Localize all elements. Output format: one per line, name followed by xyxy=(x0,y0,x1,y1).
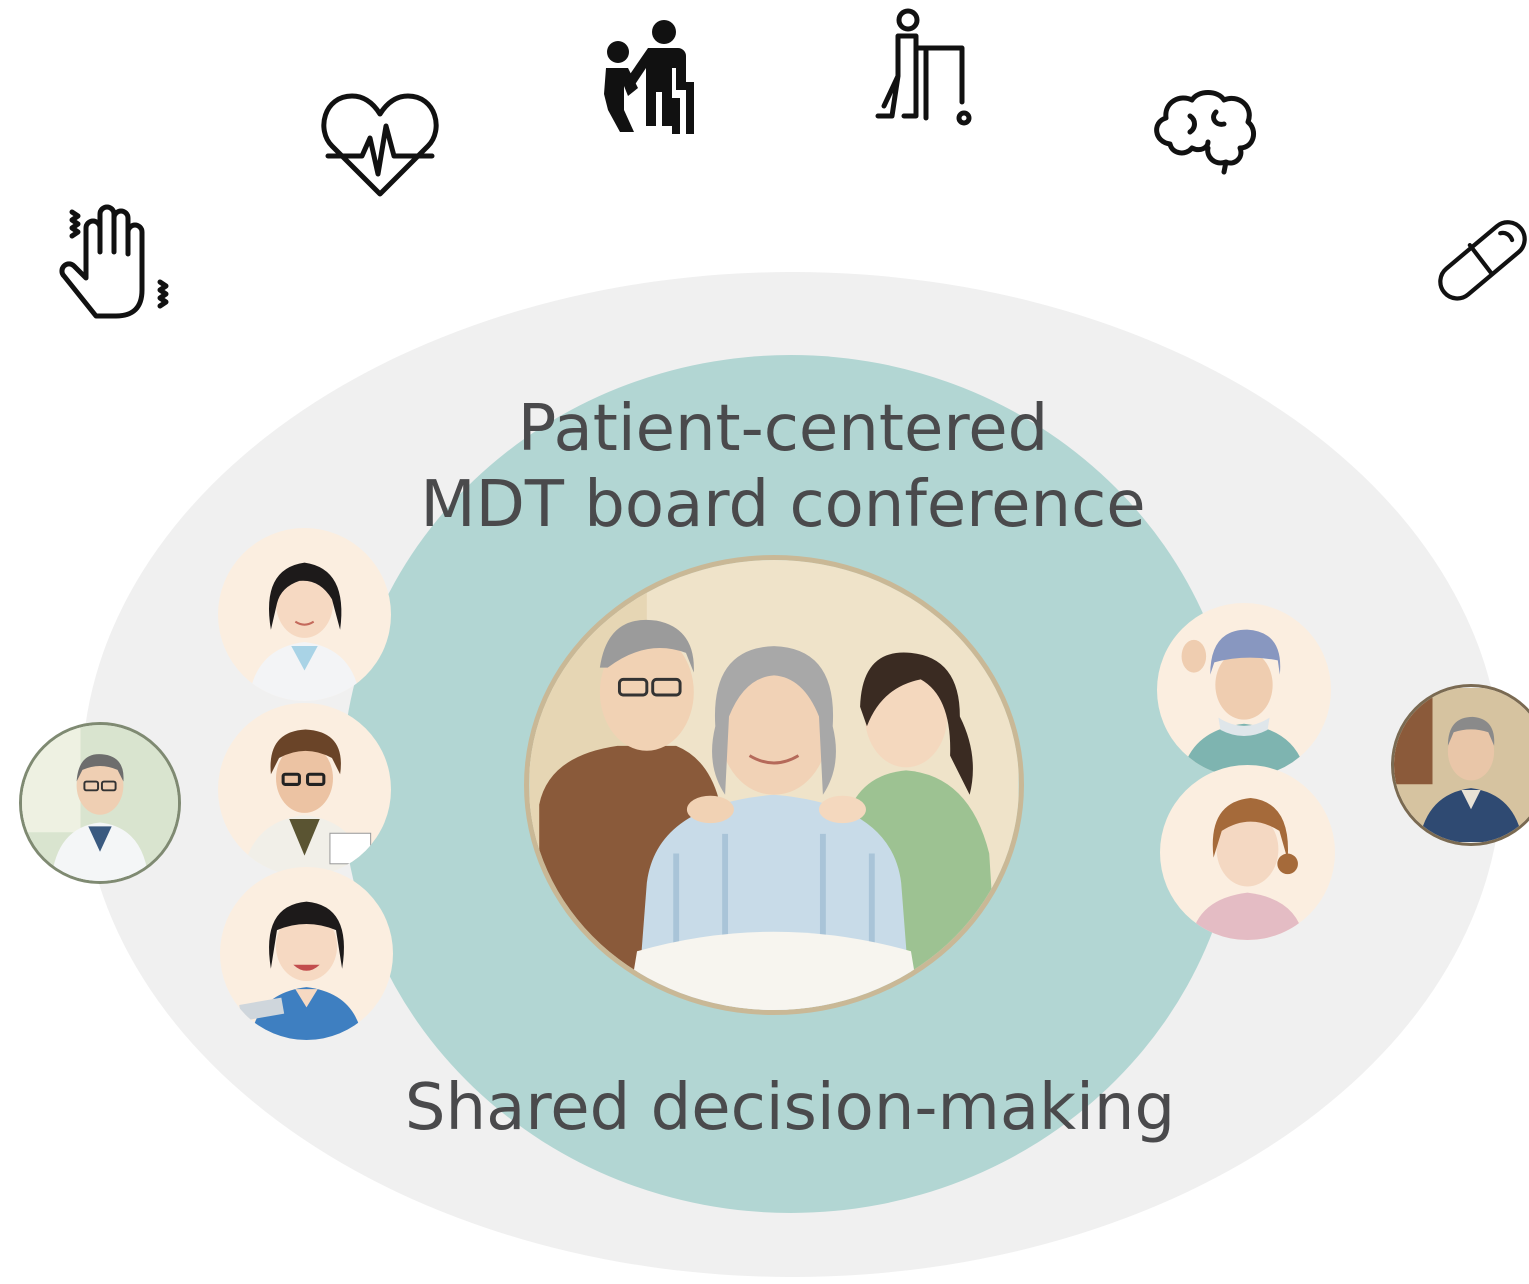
male-doctor-portrait xyxy=(218,703,391,876)
diagram-title-line-2: MDT board conference xyxy=(420,468,1146,542)
heart-pulse-icon xyxy=(320,90,440,198)
tremor-hand-icon xyxy=(56,200,171,320)
diagram-title-line-1: Patient-centered xyxy=(517,392,1049,466)
caregiver-assist-icon xyxy=(588,18,703,138)
elderly-man-portrait xyxy=(1391,684,1529,846)
brain-icon xyxy=(1150,86,1258,175)
pill-capsule-icon xyxy=(1436,208,1529,311)
physician-portrait xyxy=(19,722,181,884)
patient-family-portrait xyxy=(524,555,1024,1015)
diagram-caption: Shared decision-making xyxy=(404,1071,1176,1145)
nurse-portrait xyxy=(220,867,393,1040)
walker-icon xyxy=(868,6,978,128)
female-staff-portrait xyxy=(1160,765,1335,940)
female-doctor-portrait xyxy=(218,528,391,701)
surgeon-portrait xyxy=(1157,603,1331,777)
